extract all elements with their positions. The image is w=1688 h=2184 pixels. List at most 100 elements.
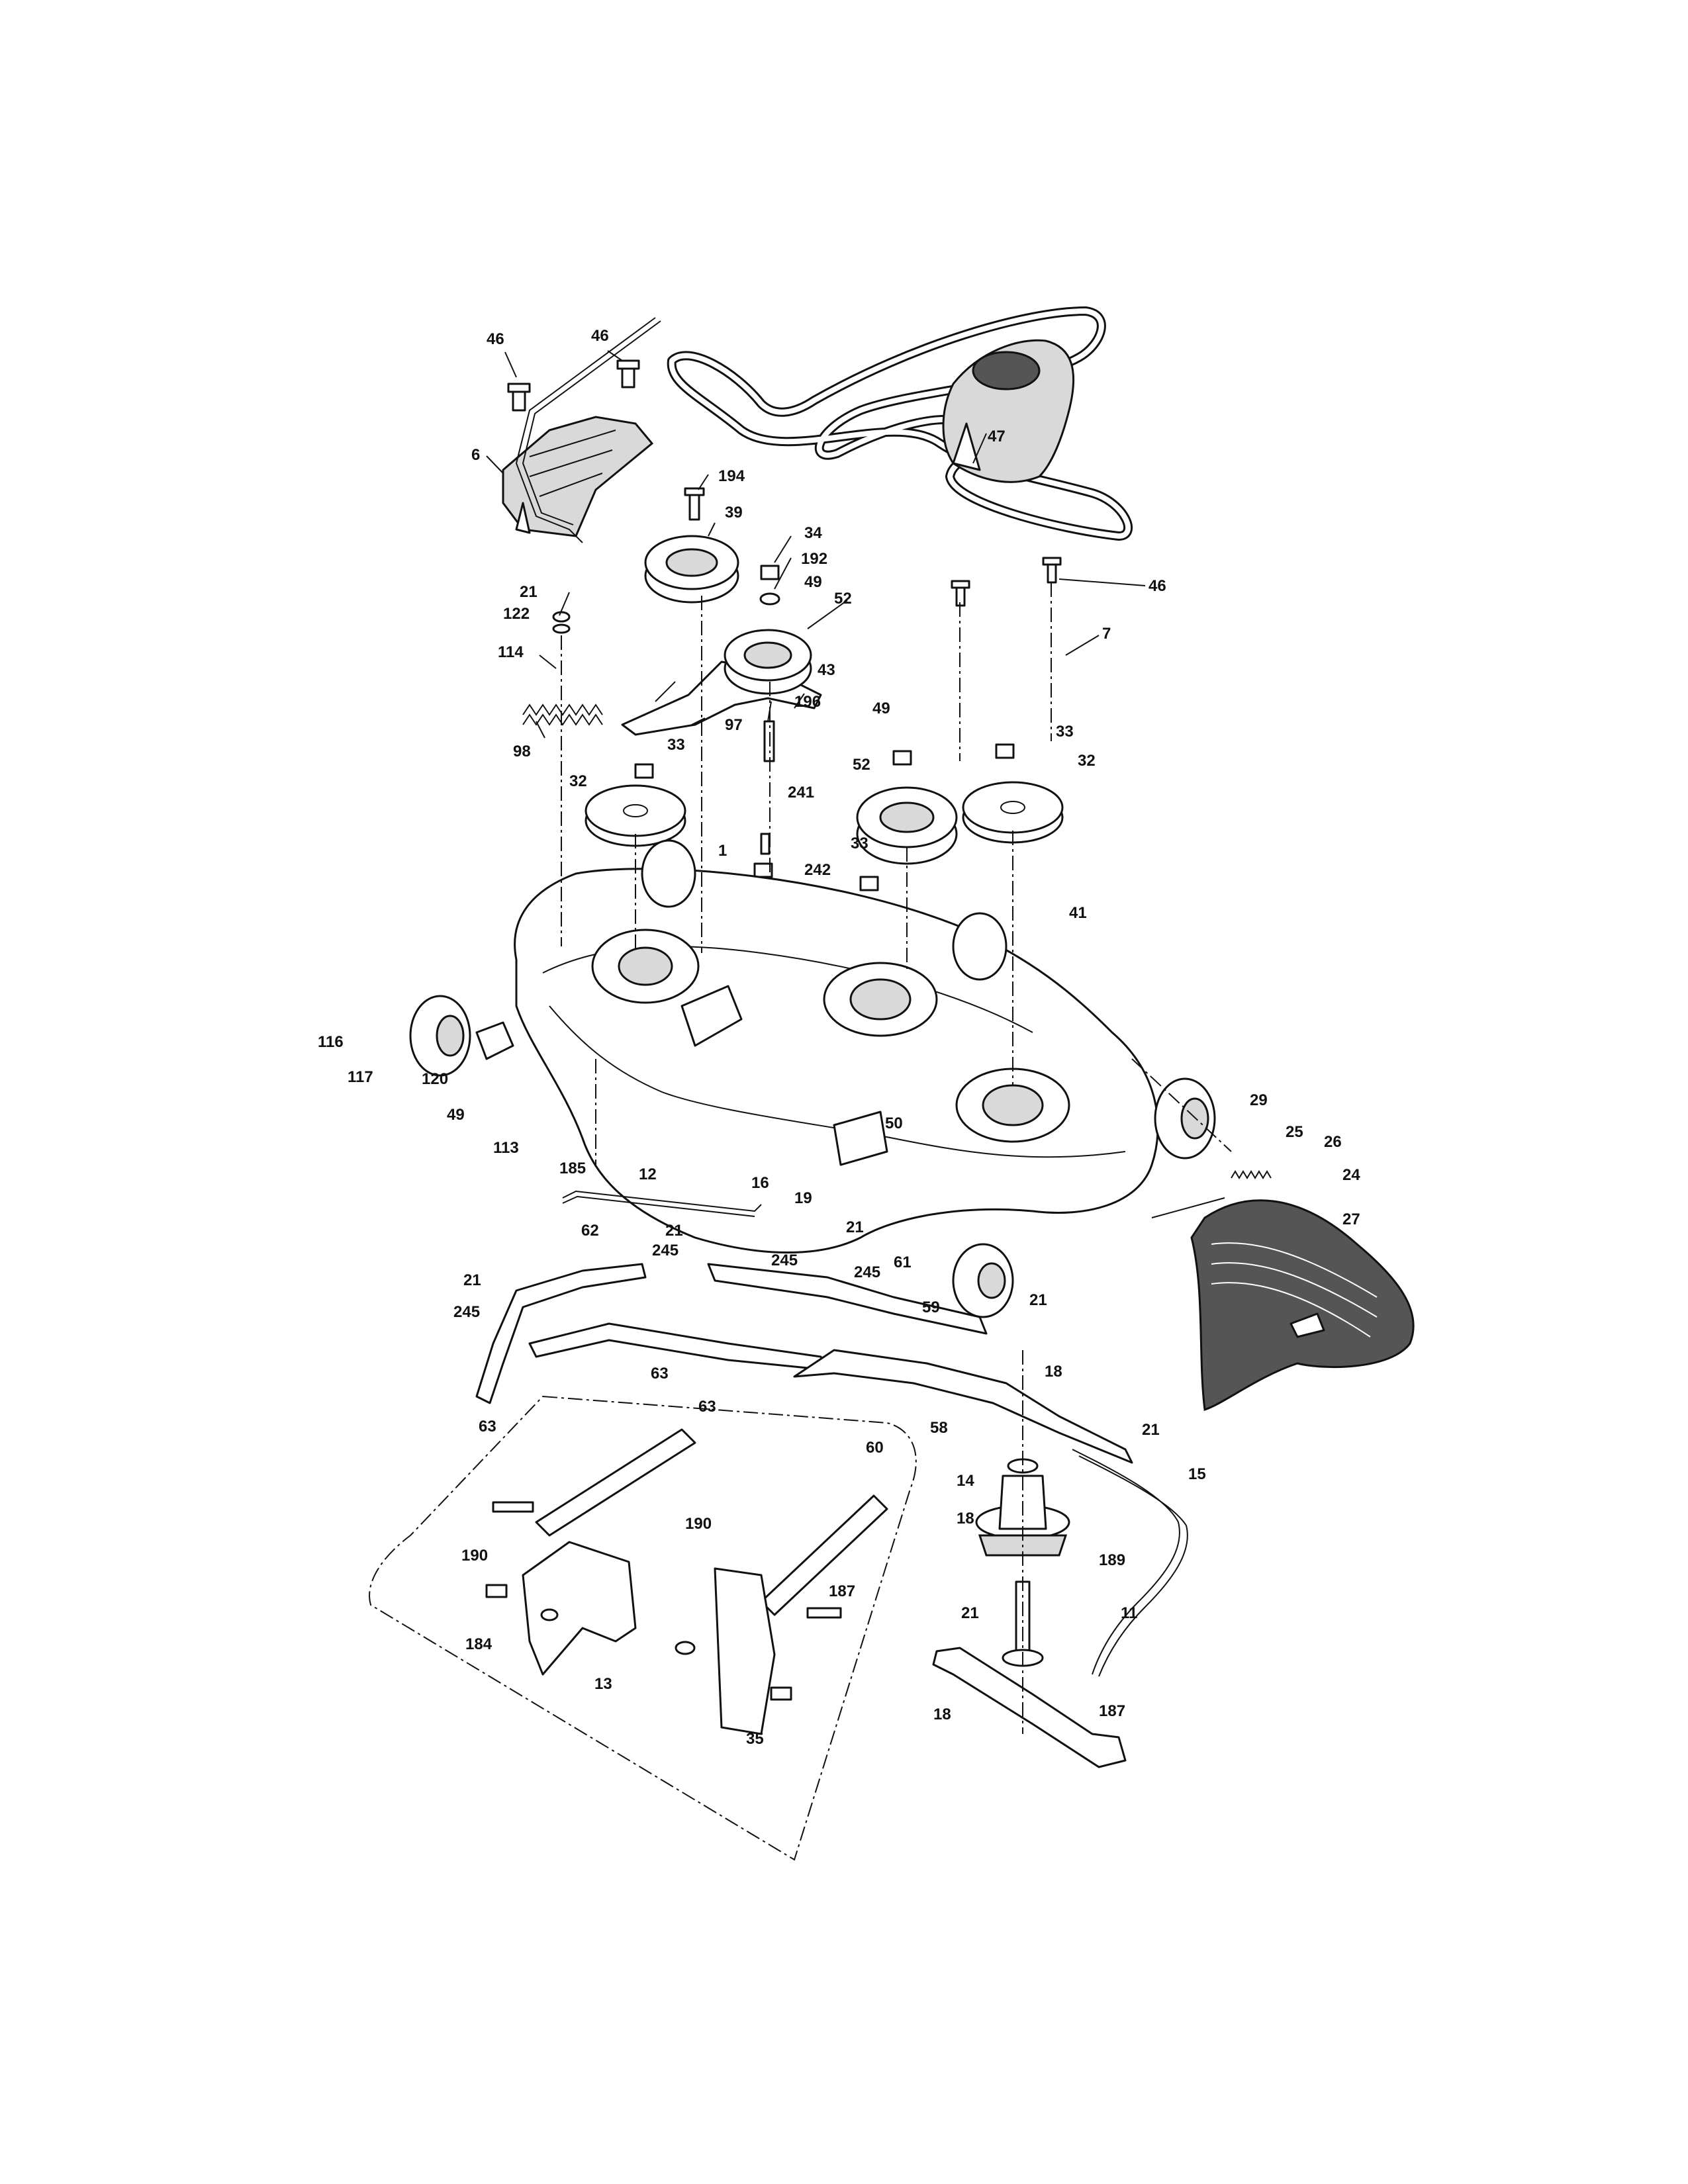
callout-120: 120 [422,1070,448,1088]
callout-46-c: 46 [1149,577,1166,595]
callout-16: 16 [751,1174,769,1192]
callout-187-b: 35 [746,1730,764,1748]
callout-21-c: 21 [846,1218,864,1236]
callout-113: 113 [493,1139,519,1157]
discharge-chute [1190,1199,1415,1412]
callout-117: 117 [348,1068,373,1086]
callout-leaders [486,350,1146,739]
callout-185: 185 [559,1160,586,1177]
gauge-wheel-left [409,995,514,1077]
callout-189: 190 [685,1515,712,1533]
callout-19: 19 [794,1189,812,1207]
callout-62: 62 [581,1222,599,1240]
gauge-wheel-right [1154,1077,1216,1160]
drive-belt [667,306,1133,541]
callout-46-b: 46 [591,327,609,345]
callout-21-d: 21 [463,1271,481,1289]
callout-33-a: 33 [667,736,685,754]
callout-18-c: 187 [1099,1702,1125,1720]
callout-245-e: 59 [922,1298,940,1316]
lift-link [562,1190,762,1217]
right-belt-cover [942,339,1074,483]
callout-49-a: 49 [804,573,822,591]
callout-25: 25 [1286,1123,1303,1141]
callout-39: 39 [725,504,743,522]
spindle-pulley-right [962,781,1064,844]
callout-98: 98 [513,743,531,760]
chute-rod [1151,1197,1225,1218]
callout-60: 18 [1045,1363,1062,1381]
gauge-wheel-rear-left [641,839,696,908]
callout-21-a: 21 [520,583,538,601]
tension-spring [522,704,603,726]
mount-plate-right [714,1567,776,1735]
callout-43: 43 [818,661,835,679]
callout-63-a: 63 [479,1418,496,1435]
callout-245-c: 245 [453,1303,480,1321]
front-hanger-60 [793,1349,1133,1464]
callout-47: 47 [988,428,1006,445]
callout-24: 24 [1342,1166,1360,1184]
callout-26: 26 [1324,1133,1342,1151]
lift-arm-left [535,1428,696,1537]
fasteners-upper [507,359,1062,891]
callout-58: 21 [1142,1421,1160,1439]
callout-97: 97 [725,716,743,734]
front-hanger-61 [707,1263,988,1335]
callout-241: 241 [788,784,814,801]
callout-63-b: 63 [698,1398,716,1416]
callout-196: 196 [794,693,821,711]
callout-21-g: 11 [1121,1604,1137,1622]
callout-242: 242 [804,861,831,879]
callout-29: 29 [1250,1091,1268,1109]
callout-184: 13 [594,1675,612,1693]
front-hanger-left [475,1263,647,1404]
callout-245-a: 245 [652,1242,679,1259]
callout-245-d: 245 [854,1263,880,1281]
callout-63-c: 60 [866,1439,884,1457]
callout-27: 27 [1342,1210,1360,1228]
spindle-pulley-left [585,784,686,847]
callout-49-b: 49 [872,700,890,717]
callout-13: 21 [961,1604,979,1622]
callout-1: 1 [718,842,727,860]
bracket-bolts [485,1501,842,1701]
callout-32-a: 32 [569,772,587,790]
callout-21-f: 15 [1188,1465,1206,1483]
callout-245-b: 245 [771,1251,798,1269]
callout-33-c: 33 [851,835,868,852]
callout-14: 18 [957,1510,974,1527]
callout-34: 34 [804,524,822,542]
gauge-wheel-front [952,1243,1014,1318]
gauge-wheel-rear-right [952,912,1008,981]
callout-187-a: 184 [465,1635,492,1653]
callout-192: 192 [801,550,827,568]
callout-190-b: 187 [829,1582,855,1600]
lift-arm-right [760,1494,888,1616]
front-hanger-rod-59 [528,1322,829,1371]
callout-61: 61 [894,1253,912,1271]
callout-194: 194 [718,467,745,485]
callout-12: 12 [639,1165,657,1183]
callout-49-c: 49 [447,1106,465,1124]
callout-21-e: 21 [1029,1291,1047,1309]
callout-52-b: 52 [853,756,870,774]
idler-pulley-39 [644,535,739,604]
callout-15: 14 [957,1472,974,1490]
mower-blade [932,1647,1127,1768]
assembly-center-lines [561,582,1232,1734]
callout-190-a: 190 [461,1547,488,1565]
callout-122: 122 [503,605,530,623]
callout-50: 50 [885,1115,903,1132]
callout-116: 116 [318,1033,344,1051]
callout-11: 18 [933,1706,951,1723]
callout-18-b: 189 [1099,1551,1125,1569]
callout-33-b: 33 [1056,723,1074,741]
callout-32-b: 32 [1078,752,1096,770]
tension-rod [515,317,661,543]
idler-pulley-52-upper [724,629,812,695]
callout-7: 7 [1102,625,1111,643]
callout-114: 114 [498,643,524,661]
callout-labels: 46 46 6 194 39 34 192 49 52 47 46 7 21 1… [318,327,1360,1748]
